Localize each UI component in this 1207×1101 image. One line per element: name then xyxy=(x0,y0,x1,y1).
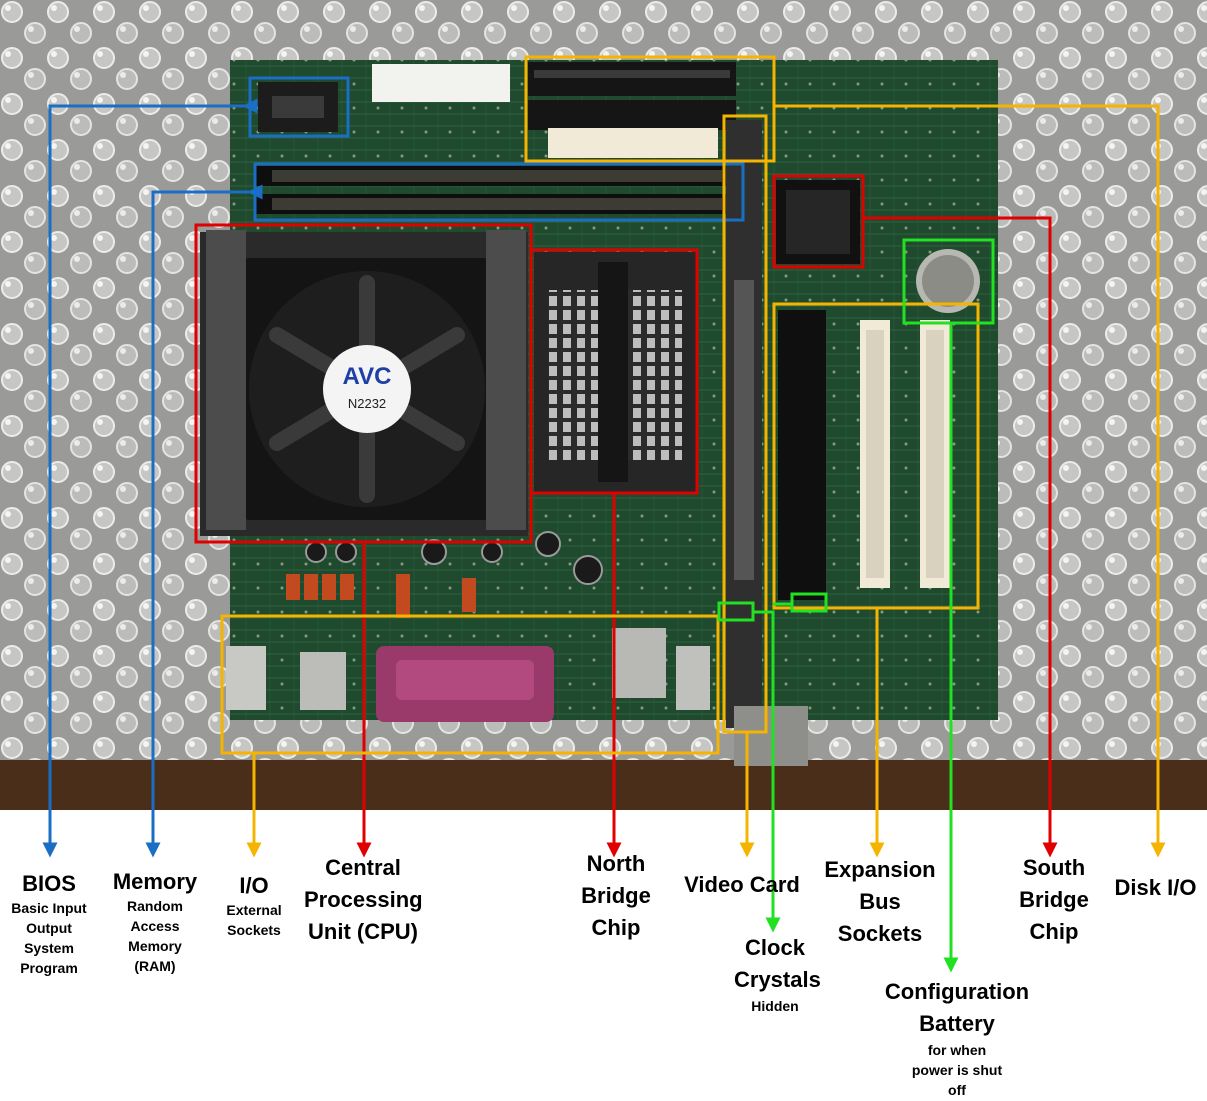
label-video-card: Video Card xyxy=(672,871,812,899)
label-expansion-bus: Expansion Bus Sockets xyxy=(816,854,944,950)
label-memory-desc: Random Access Memory (RAM) xyxy=(103,896,207,977)
label-bios-title: BIOS xyxy=(0,870,98,898)
label-clock-crystals-desc: Hidden xyxy=(720,996,830,1016)
north-bridge-annotation xyxy=(531,250,697,850)
label-clock-crystals-title: Clock Crystals xyxy=(720,932,830,996)
io-annotation xyxy=(222,616,718,850)
label-clock-crystals: Clock Crystals Hidden xyxy=(720,932,830,1016)
label-io: I/O External Sockets xyxy=(218,872,290,940)
label-disk-io-title: Disk I/O xyxy=(1104,874,1207,902)
label-expansion-bus-title: Expansion Bus Sockets xyxy=(816,854,944,950)
label-north-bridge: North Bridge Chip xyxy=(572,848,660,944)
video-card-annotation xyxy=(724,116,766,850)
label-configuration-battery-title: Configuration Battery xyxy=(872,976,1042,1040)
label-io-title: I/O xyxy=(218,872,290,900)
label-memory: Memory Random Access Memory (RAM) xyxy=(103,868,207,977)
label-video-card-title: Video Card xyxy=(672,871,812,899)
memory-annotation xyxy=(153,164,743,850)
label-bios-desc: Basic Input Output System Program xyxy=(0,898,98,979)
label-south-bridge: South Bridge Chip xyxy=(1008,852,1100,948)
label-south-bridge-title: South Bridge Chip xyxy=(1008,852,1100,948)
expansion-bus-annotation xyxy=(774,304,978,850)
bios-annotation xyxy=(50,78,348,850)
label-cpu-title: Central Processing Unit (CPU) xyxy=(298,852,428,948)
south-bridge-annotation xyxy=(774,176,1050,850)
label-configuration-battery: Configuration Battery for when power is … xyxy=(872,976,1042,1101)
cpu-annotation xyxy=(196,225,531,850)
label-disk-io: Disk I/O xyxy=(1104,874,1207,902)
label-configuration-battery-desc: for when power is shut off xyxy=(872,1040,1042,1101)
label-north-bridge-title: North Bridge Chip xyxy=(572,848,660,944)
label-bios: BIOS Basic Input Output System Program xyxy=(0,870,98,979)
label-memory-title: Memory xyxy=(103,868,207,896)
label-cpu: Central Processing Unit (CPU) xyxy=(298,852,428,948)
label-io-desc: External Sockets xyxy=(218,900,290,941)
